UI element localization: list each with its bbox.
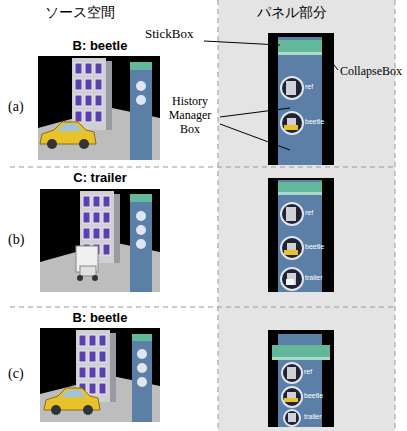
illustration-rect [268, 330, 334, 427]
illustration-rect [278, 52, 322, 55]
illustration-line [220, 124, 290, 150]
illustration-circle [136, 225, 146, 235]
illustration-circle [136, 211, 146, 221]
illustration-circle [92, 275, 98, 281]
illustration-rect [80, 266, 96, 276]
illustration-rect [278, 192, 322, 195]
illustration-rect [130, 194, 152, 202]
illustration-rect [284, 398, 298, 402]
illustration-line [322, 50, 338, 70]
illustration-circle [281, 77, 303, 99]
illustration-circle [281, 237, 303, 259]
scene-title: C: trailer [73, 171, 126, 186]
illustration-circle [136, 81, 146, 91]
illustration-rect [40, 328, 160, 422]
illustration-line [220, 108, 290, 117]
illustration-line [10, 307, 395, 308]
illustration-use [40, 122, 96, 149]
illustration-rect [286, 279, 294, 285]
illustration-rect [286, 207, 296, 221]
illustration-circle [282, 387, 302, 407]
illustration-circle [281, 112, 303, 134]
thumbnail-label: trailer [304, 413, 322, 421]
callout-label: History Manager Box [162, 95, 218, 136]
row-label: (b) [8, 232, 24, 248]
illustration-rect [272, 345, 330, 357]
row-label: (a) [8, 99, 24, 115]
illustration-circle [281, 268, 303, 290]
illustration-circle [137, 363, 147, 373]
illustration-line [204, 41, 280, 45]
thumbnail-label: trailer [305, 274, 323, 282]
illustration-rect [132, 334, 152, 422]
illustration-circle [282, 363, 302, 383]
illustration-circle [136, 239, 146, 249]
illustration-circle [77, 275, 83, 281]
illustration-rect [130, 62, 152, 70]
illustration-rect [130, 62, 152, 160]
column-heading: ソース空間 [45, 5, 115, 21]
illustration-rect [130, 194, 152, 292]
scene-title: B: beetle [73, 39, 128, 54]
illustration-rect [284, 125, 298, 130]
illustration-rect [284, 250, 298, 255]
illustration-circle [281, 203, 303, 225]
illustration-circle [137, 377, 147, 387]
callout-label: CollapseBox [340, 65, 402, 79]
illustration-line [10, 167, 395, 168]
illustration-rect [287, 367, 296, 379]
illustration-rect [40, 189, 160, 292]
thumbnail-label: beetle [304, 392, 323, 400]
illustration-rect [286, 81, 296, 95]
scene-title: B: beetle [73, 311, 128, 326]
illustration-rect [288, 413, 296, 422]
illustration-line [218, 0, 219, 431]
thumbnail-label: ref [305, 83, 313, 91]
illustration-use [72, 58, 112, 130]
illustration-rect [278, 40, 322, 52]
callout-label: StickBox [145, 27, 193, 42]
thumbnail-label: ref [304, 368, 312, 376]
illustration-rect [132, 334, 152, 341]
illustration-circle [284, 410, 300, 426]
illustration-circle [136, 95, 146, 105]
illustration-rect [278, 182, 322, 192]
thumbnail-label: beetle [305, 243, 324, 251]
illustration-rect [287, 273, 296, 285]
illustration-circle [137, 349, 147, 359]
thumbnail-label: beetle [305, 118, 324, 126]
illustration-rect [38, 56, 160, 160]
illustration-rect [272, 357, 330, 360]
thumbnail-label: ref [305, 209, 313, 217]
illustration-rect [278, 37, 322, 165]
illustration-rect [278, 180, 322, 292]
column-heading: パネル部分 [257, 5, 327, 21]
illustration-use [44, 388, 100, 415]
row-label: (c) [8, 366, 24, 382]
illustration-rect [268, 178, 334, 292]
